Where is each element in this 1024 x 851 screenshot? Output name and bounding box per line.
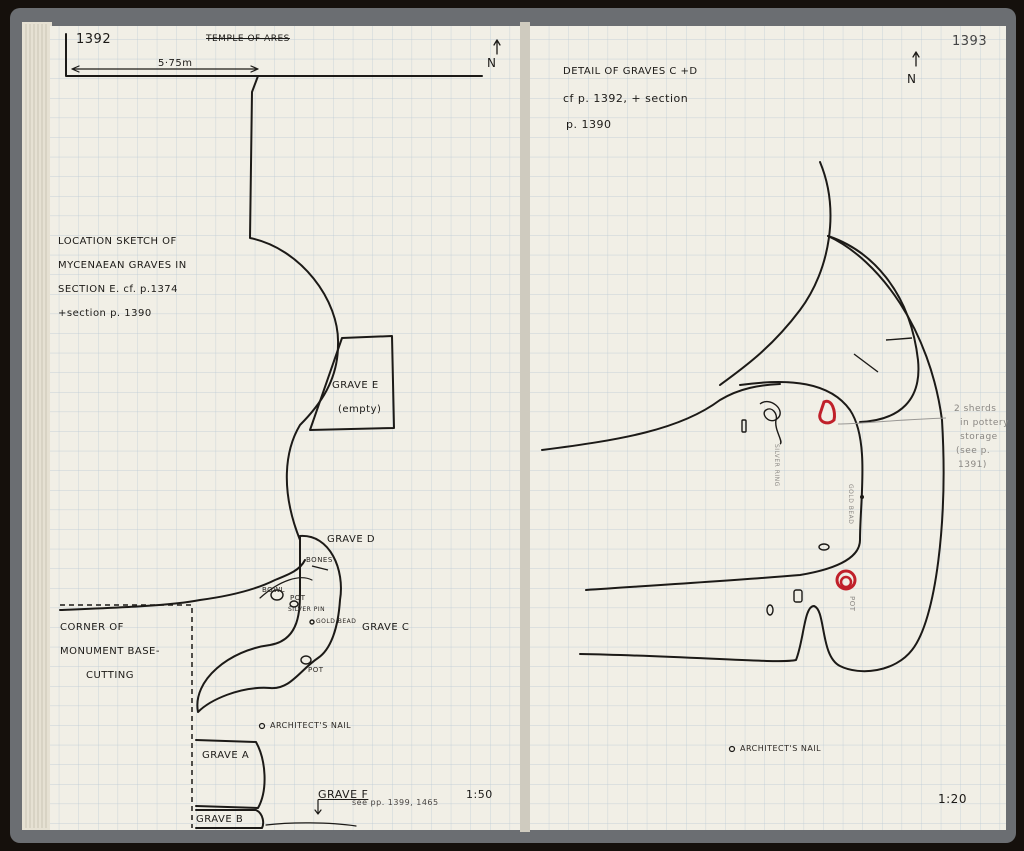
north-label-left: N — [487, 56, 497, 70]
page-number-right: 1393 — [952, 34, 988, 49]
bone-find-2 — [853, 353, 879, 373]
page-number-left: 1392 — [76, 32, 112, 47]
grave-c-detail-outline — [719, 161, 832, 386]
pot-label-lower: POT — [308, 666, 324, 674]
sherds-note-line-4: (see p. — [956, 446, 991, 456]
location-title-line-3: SECTION E. cf. p.1374 — [58, 284, 179, 295]
bones-label: BONES — [306, 556, 333, 564]
architects-nail-marker-left — [258, 722, 266, 730]
grave-e-label: GRAVE E — [332, 380, 379, 391]
grave-b-label: GRAVE B — [196, 814, 244, 825]
grave-a-label: GRAVE A — [202, 750, 250, 761]
bowl-find — [270, 589, 284, 601]
location-title-line-2: MYCENAEAN GRAVES IN — [58, 260, 187, 271]
find-rect-1 — [741, 419, 747, 433]
silver-ring-label: SILVER RING — [773, 444, 780, 487]
distance-label: 5·75m — [158, 58, 193, 69]
site-boundary-top — [65, 33, 483, 77]
sherds-note-line-1: 2 sherds — [954, 404, 997, 414]
detail-title-line-2: cf p. 1392, + section — [563, 92, 689, 105]
temple-of-ares-label: TEMPLE OF ARES — [206, 34, 290, 44]
page-edges — [22, 22, 52, 830]
bones-find — [311, 565, 329, 571]
scale-left: 1:50 — [466, 788, 493, 801]
north-arrow-left — [493, 39, 501, 55]
pot-label-right: POT — [848, 596, 856, 612]
pot-red-inner — [839, 575, 853, 589]
silver-ring-find — [759, 400, 782, 445]
grave-c-label: GRAVE C — [362, 622, 410, 633]
sherds-note-line-3: storage — [960, 432, 998, 442]
silver-pin-label: SILVER PIN — [288, 606, 326, 613]
grave-f-reference: see pp. 1399, 1465 — [352, 798, 439, 807]
bone-find-1 — [885, 337, 913, 341]
grave-e-empty-label: (empty) — [338, 404, 382, 415]
gold-bead-label-right: GOLD BEAD — [847, 484, 854, 525]
find-oval-2 — [818, 543, 830, 551]
pot-find-lower — [300, 655, 312, 665]
corner-label-line-3: CUTTING — [86, 670, 135, 681]
sherds-pencil-line — [837, 417, 947, 425]
grave-d-outline — [196, 534, 342, 713]
measure-arrow — [71, 65, 259, 73]
north-label-right: N — [907, 72, 917, 86]
find-rect-2 — [793, 589, 803, 603]
find-oval-1 — [766, 604, 774, 616]
architects-nail-label-left: ARCHITECT'S NAIL — [270, 721, 352, 730]
corner-label-line-2: MONUMENT BASE- — [60, 646, 160, 657]
pot-red-outer — [835, 569, 857, 591]
sherds-note-line-5: 1391) — [958, 460, 987, 470]
bowl-label: BOWL — [262, 586, 286, 594]
detail-title-line-1: DETAIL OF GRAVES C +D — [563, 66, 698, 77]
pot-find-upper — [289, 600, 299, 608]
grave-a-outline — [195, 739, 266, 809]
architects-nail-label-right: ARCHITECT'S NAIL — [740, 744, 822, 753]
cutting-outline — [249, 75, 340, 541]
grave-b-outline — [195, 809, 265, 829]
grave-d-detail-outline — [827, 235, 920, 423]
gold-bead-find — [309, 619, 315, 625]
corner-label-line-1: CORNER OF — [60, 622, 124, 633]
scale-right: 1:20 — [938, 792, 967, 806]
sherds-red-marker — [818, 399, 836, 425]
pot-label-upper: POT — [290, 594, 306, 602]
architects-nail-marker-right — [728, 745, 736, 753]
gold-bead-find-right — [860, 495, 864, 499]
grave-c-outline — [59, 559, 306, 611]
gold-bead-label: GOLD BEAD — [316, 618, 357, 625]
north-arrow-right — [912, 51, 920, 67]
binding-gutter — [520, 22, 530, 832]
monument-corner-dashed — [60, 604, 193, 828]
grave-e-outline — [309, 335, 395, 431]
detail-title-line-3: p. 1390 — [566, 118, 612, 131]
grave-f-label: GRAVE F — [318, 788, 369, 801]
location-title-line-4: +section p. 1390 — [58, 308, 152, 319]
sherds-note-line-2: in pottery — [960, 418, 1009, 428]
location-title-line-1: LOCATION SKETCH OF — [58, 236, 177, 247]
grave-f-outline — [265, 822, 357, 827]
grave-d-label: GRAVE D — [327, 534, 376, 545]
